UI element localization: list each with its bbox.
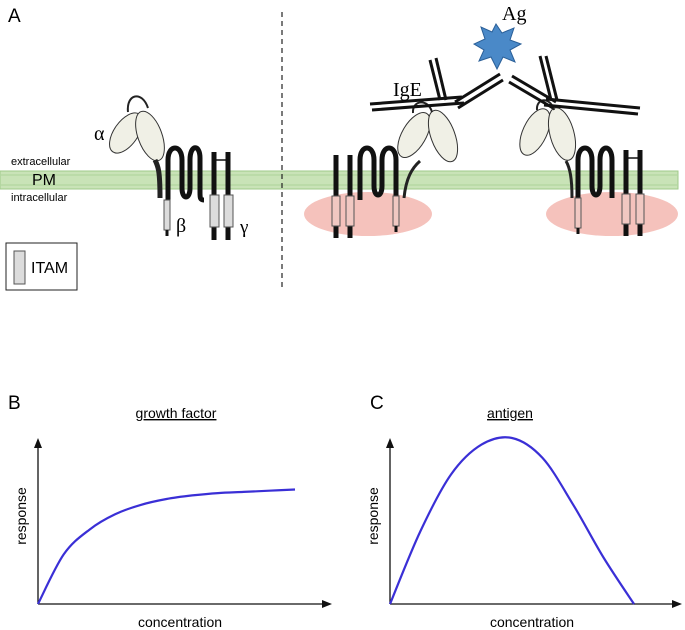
crosslinked-receptor-left xyxy=(331,101,459,238)
chart-b-y-arrow xyxy=(34,438,42,448)
chart-b-series-line xyxy=(37,488,296,605)
ige-heavy-chain xyxy=(371,101,465,112)
antigen-star xyxy=(472,23,523,71)
intracellular-label: intracellular xyxy=(11,192,68,204)
ige-heavy-chain xyxy=(545,97,641,110)
gamma-itam xyxy=(635,193,645,225)
alpha-subunit-domain xyxy=(519,108,551,156)
panel-a-label: A xyxy=(8,6,21,27)
resting-receptor: α β γ xyxy=(94,95,248,240)
chart-c-series-line xyxy=(388,436,635,605)
ige-fab xyxy=(454,72,501,104)
panel-b-label: B xyxy=(8,393,21,414)
alpha-subunit-stalk xyxy=(152,158,163,199)
ige-fab xyxy=(511,74,557,104)
ige-fab xyxy=(457,78,504,110)
chart-b-axes xyxy=(34,438,332,608)
beta-subunit xyxy=(575,145,615,198)
panel-c-label: C xyxy=(370,393,384,414)
alpha-label: α xyxy=(94,123,105,145)
chart-b-x-arrow xyxy=(322,600,332,608)
alpha-subunit-stalk xyxy=(402,159,422,199)
alpha-subunit-domain xyxy=(135,110,165,162)
beta-itam xyxy=(392,195,400,227)
alpha-subunit-domain xyxy=(427,109,459,163)
antigen-label: Ag xyxy=(502,3,526,25)
itam-legend-label: ITAM xyxy=(31,260,68,277)
gamma-itam xyxy=(209,194,220,228)
gamma-itam xyxy=(621,193,631,225)
alpha-subunit-domain xyxy=(547,107,577,161)
ige-arm xyxy=(428,59,442,101)
extracellular-label: extracellular xyxy=(11,156,71,168)
ige-arm xyxy=(544,55,559,101)
gamma-itam xyxy=(345,195,355,227)
ige-label: IgE xyxy=(393,79,422,101)
beta-itam xyxy=(163,199,171,231)
ige-antibody-right xyxy=(508,55,641,116)
chart-c-xlabel: concentration xyxy=(490,614,574,630)
chart-c-axes xyxy=(386,438,682,608)
beta-subunit xyxy=(165,145,205,203)
beta-label: β xyxy=(176,215,186,237)
chart-c-ylabel: response xyxy=(365,487,381,545)
chart-b-title: growth factor xyxy=(136,405,217,421)
alpha-subunit-stalk xyxy=(564,160,574,199)
chart-c-y-arrow xyxy=(386,438,394,448)
lipid-raft xyxy=(546,192,678,236)
lipid-raft xyxy=(304,192,432,236)
itam-legend-icon xyxy=(13,250,26,285)
gamma-itam xyxy=(331,195,341,227)
chart-b-xlabel: concentration xyxy=(138,614,222,630)
alpha-subunit-stalk xyxy=(411,101,433,114)
ige-arm xyxy=(434,57,448,101)
ige-heavy-chain xyxy=(543,103,639,116)
alpha-subunit-stalk xyxy=(126,95,149,113)
gamma-label: γ xyxy=(239,217,248,238)
beta-subunit xyxy=(357,145,399,200)
ige-antibody-left xyxy=(369,57,504,112)
chart-c-title: antigen xyxy=(487,405,533,421)
ige-arm xyxy=(538,55,553,101)
chart-b-ylabel: response xyxy=(13,487,29,545)
crosslinked-receptor-right xyxy=(519,99,645,236)
alpha-subunit-domain xyxy=(397,112,431,158)
gamma-itam xyxy=(223,194,234,228)
beta-itam xyxy=(574,197,582,229)
membrane-label: PM xyxy=(32,172,56,189)
chart-c-x-arrow xyxy=(672,600,682,608)
